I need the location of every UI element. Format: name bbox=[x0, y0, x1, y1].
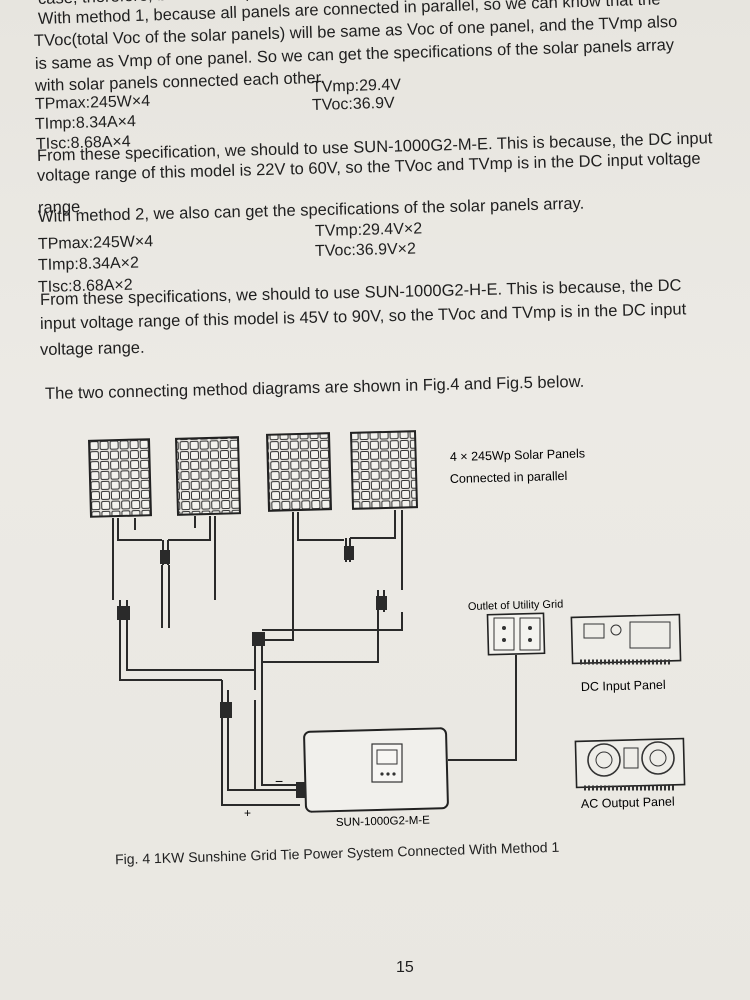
negative-terminal-label: − bbox=[275, 773, 283, 789]
solar-panel-2 bbox=[174, 436, 242, 516]
panels-label-line-1: 4 × 245Wp Solar Panels bbox=[450, 446, 585, 464]
solar-panel-3 bbox=[265, 432, 333, 512]
dc-input-panel-label: DC Input Panel bbox=[581, 678, 666, 694]
dc-input-panel-drawing bbox=[570, 613, 682, 665]
ac-output-panel-label: AC Output Panel bbox=[581, 795, 675, 811]
wires bbox=[112, 510, 517, 806]
positive-terminal-label: + bbox=[244, 806, 251, 820]
panels-label-line-2: Connected in parallel bbox=[450, 469, 568, 486]
utility-outlet bbox=[486, 612, 546, 656]
solar-panels bbox=[87, 430, 419, 518]
page-number: 15 bbox=[396, 959, 414, 976]
inverter-model-label: SUN-1000G2-M-E bbox=[336, 815, 431, 829]
solar-panel-4 bbox=[349, 430, 419, 510]
inverter bbox=[296, 727, 449, 813]
outlet-label: Outlet of Utility Grid bbox=[468, 599, 564, 613]
solar-panel-1 bbox=[87, 438, 153, 518]
ac-output-panel-drawing bbox=[574, 737, 686, 791]
mc4-connectors bbox=[117, 546, 387, 718]
